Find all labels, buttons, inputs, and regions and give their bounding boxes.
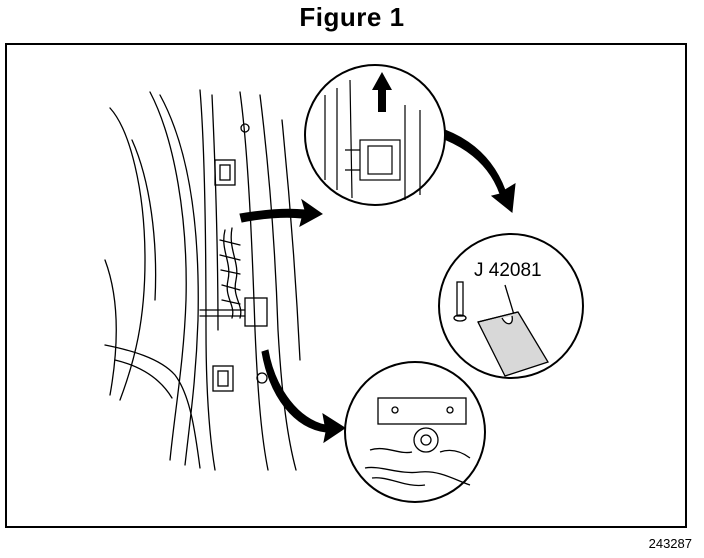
tool-pin [456, 281, 464, 317]
arrow-to-upper-detail [239, 198, 323, 227]
upper-detail-circle [304, 64, 446, 206]
trim-tool [477, 311, 549, 377]
upper-clip [214, 159, 236, 186]
reference-number: 243287 [648, 536, 692, 551]
retainer-nut [413, 427, 439, 453]
panel-outline [109, 107, 146, 401]
figure-frame [5, 43, 687, 528]
wiring-harness [223, 229, 234, 319]
arrow-to-lower-detail [261, 349, 346, 444]
figure-title: Figure 1 [299, 2, 405, 32]
retainer-bracket [377, 397, 467, 425]
lower-detail-circle [344, 361, 486, 503]
tool-label: J 42081 [474, 260, 542, 281]
up-arrow-icon [372, 72, 392, 112]
lower-clip [212, 365, 234, 392]
